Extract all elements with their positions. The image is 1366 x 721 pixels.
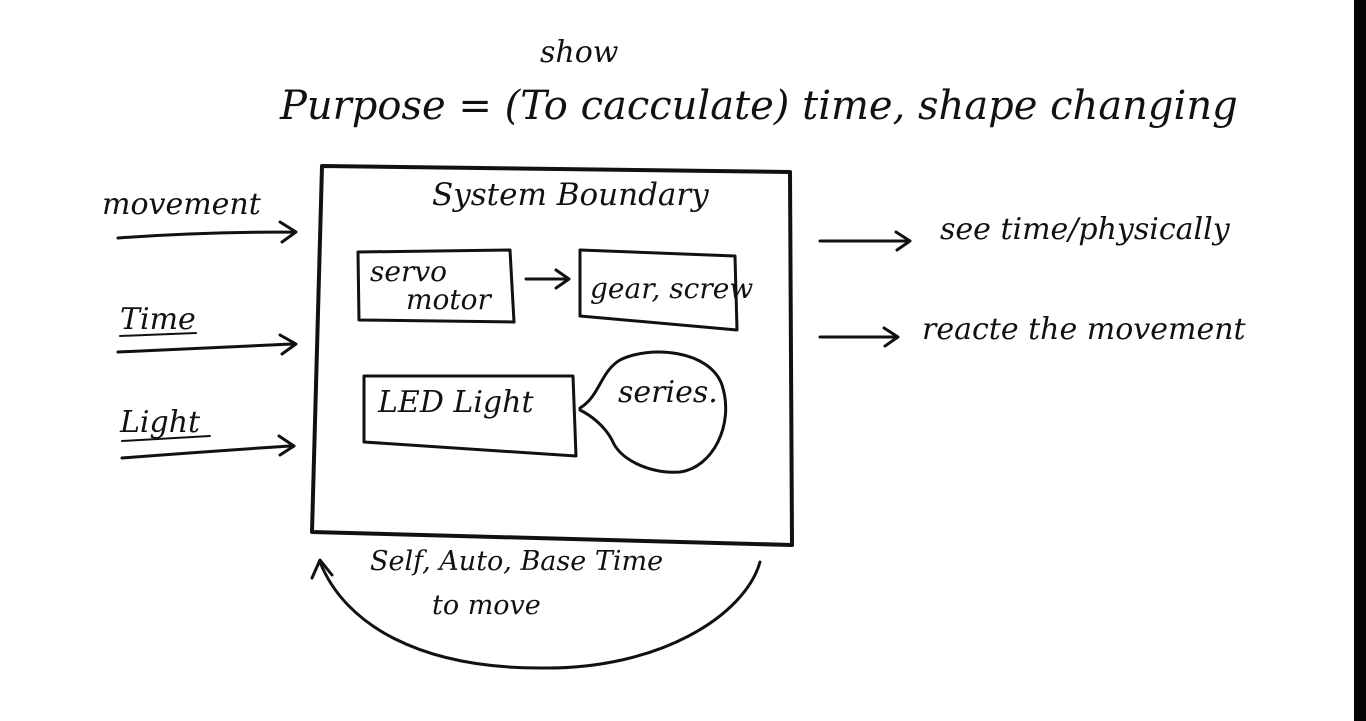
input-label-movement: movement xyxy=(102,187,261,222)
system-boundary-title: System Boundary xyxy=(432,177,709,213)
input-arrow-time xyxy=(116,333,298,356)
light-underline xyxy=(121,435,211,442)
feedback-label-line1: Self, Auto, Base Time xyxy=(370,546,664,577)
led-light-label: LED Light xyxy=(378,385,534,420)
output-arrow-see-time xyxy=(818,230,912,252)
input-label-light: Light xyxy=(120,405,201,440)
feedback-label-line2: to move xyxy=(432,590,541,621)
system-boundary-box xyxy=(310,164,794,547)
time-underline xyxy=(119,332,197,337)
series-label: series. xyxy=(618,375,718,410)
servo-motor-box xyxy=(356,248,516,324)
feedback-loop-arc xyxy=(318,560,762,670)
input-label-time: Time xyxy=(120,302,196,337)
output-label-see-time: see time/physically xyxy=(940,212,1230,247)
servo-label-line1: servo xyxy=(370,255,447,288)
dark-edge-strip xyxy=(1354,0,1366,721)
gear-screw-box xyxy=(578,248,739,332)
gear-screw-label: gear, screw xyxy=(590,272,754,305)
feedback-loop-arrowhead xyxy=(310,558,334,580)
led-light-box xyxy=(362,374,578,458)
servo-label-line2: motor xyxy=(406,283,491,316)
show-note: show xyxy=(540,35,619,70)
servo-to-gear-arrow xyxy=(524,268,571,290)
output-arrow-reacte xyxy=(818,326,900,348)
input-arrow-light xyxy=(120,434,296,460)
purpose-text: Purpose = (To cacculate) time, shape cha… xyxy=(280,83,1238,129)
series-bubble xyxy=(578,350,728,474)
output-label-reacte: reacte the movement xyxy=(922,312,1246,347)
input-arrow-movement xyxy=(116,220,298,244)
